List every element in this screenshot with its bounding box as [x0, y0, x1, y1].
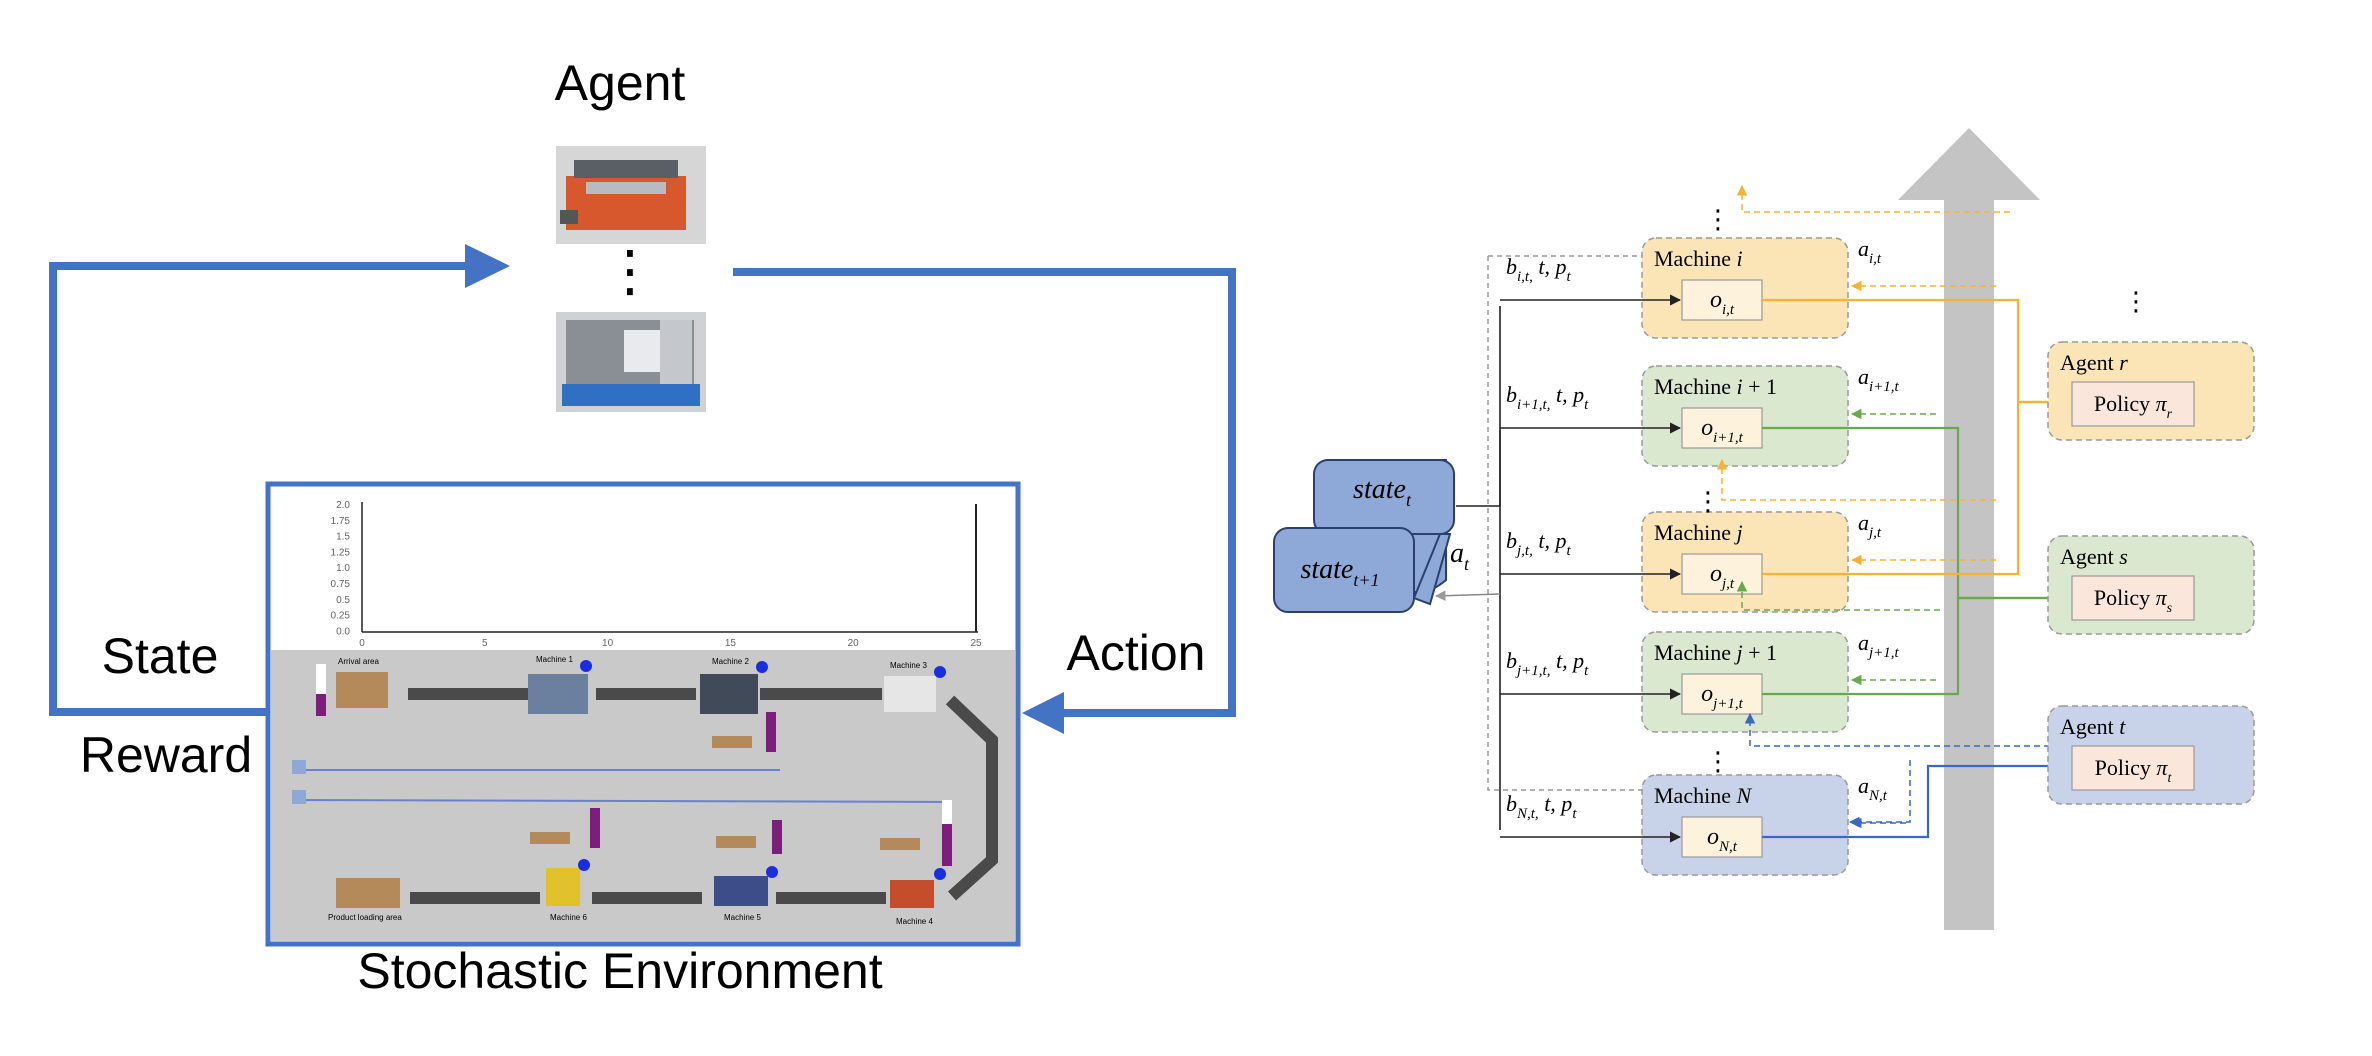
agent-group-t: Agent t Policy πt: [2047, 705, 2255, 805]
action-label: ai,t: [1858, 236, 1882, 267]
input-label: bi+1,t, t, pt: [1506, 382, 1589, 413]
environment-label: Stochastic Environment: [357, 943, 882, 999]
left-panel: Agent ⋮ State Reward Action: [49, 55, 1236, 999]
environment-plot: 2.0 1.75 1.5 1.25 1.0 0.75 0.5 0.25 0.0 0 5 10 15 20…: [331, 500, 982, 649]
policy-label: Policy πs: [2094, 585, 2173, 616]
plot-x-tick: 25: [970, 638, 982, 649]
factory-label-arrival: Arrival area: [338, 657, 379, 666]
factory-label-machine1: Machine 1: [536, 655, 573, 664]
action-label: ai+1,t: [1858, 364, 1900, 395]
factory-layout: Arrival area Machine 1 Machine 2 Machine…: [271, 650, 1015, 941]
policy-label: Policy πt: [2095, 755, 2173, 786]
machine-name: Machine i: [1654, 246, 1743, 271]
agent-group-s: Agent s Policy πs: [2047, 535, 2255, 635]
factory-label-machine3: Machine 3: [890, 661, 927, 670]
agent-name: Agent s: [2060, 544, 2128, 569]
machine-group-4: Machine j + 1 oj+1,t bj+1,t, t, pt aj+1,t: [1500, 590, 2072, 733]
policy-box: [2071, 575, 2195, 621]
input-label: bj+1,t, t, pt: [1506, 648, 1589, 679]
factory-label-machine2: Machine 2: [712, 657, 749, 666]
ellipsis-icon: ⋮: [2123, 286, 2149, 316]
agent-machine-image-top: [556, 146, 706, 244]
ellipsis-icon: ⋮: [1705, 746, 1731, 776]
policy-label: Policy πr: [2094, 391, 2173, 422]
state-arrowhead-icon: [465, 244, 510, 288]
plot-y-tick: 1.75: [331, 516, 351, 527]
agent-machine-image-bottom: [556, 312, 706, 412]
input-label: bj,t, t, pt: [1506, 528, 1571, 559]
machine-name: Machine i + 1: [1654, 374, 1777, 399]
plot-y-tick: 1.5: [336, 532, 350, 543]
agent-name: Agent r: [2060, 350, 2128, 375]
observation-label: oi+1,t: [1701, 415, 1744, 446]
agent-label: Agent: [555, 55, 686, 111]
machine-group-3: Machine j oj,t bj,t, t, pt aj,t: [1500, 394, 2072, 613]
state-t-label: statet: [1353, 474, 1412, 510]
observation-to-agent-line: [1762, 758, 2072, 839]
action-loop: [733, 268, 1236, 717]
factory-label-machine4: Machine 4: [896, 917, 933, 926]
factory-label-loading: Product loading area: [328, 913, 402, 922]
observation-label: oN,t: [1707, 824, 1738, 855]
observation-label: oi,t: [1710, 287, 1735, 318]
plot-y-tick: 0.5: [336, 595, 350, 606]
plot-y-tick: 1.25: [331, 547, 351, 558]
observation-label: oj+1,t: [1701, 681, 1744, 712]
plot-y-tick: 0.0: [336, 626, 350, 637]
ellipsis-icon: ⋮: [602, 239, 658, 302]
factory-label-machine6: Machine 6: [550, 913, 587, 922]
action-label: aj+1,t: [1858, 630, 1900, 661]
machine-group-1: Machine i oi,t bi,t, t, pt ai,t: [1500, 236, 2072, 410]
action-label: aj,t: [1858, 510, 1882, 541]
policy-box: [2071, 381, 2195, 427]
plot-y-tick: 2.0: [336, 500, 350, 511]
time-arrow-icon: [1898, 128, 2040, 930]
plot-x-tick: 0: [359, 638, 365, 649]
observation-label: oj,t: [1710, 561, 1735, 592]
observation-box: [1681, 673, 1763, 715]
action-arrowhead-icon: [1022, 692, 1064, 734]
state-stack: statet statet+1 at: [1273, 459, 1470, 613]
plot-x-tick: 5: [482, 638, 488, 649]
observation-to-agent-line: [1762, 590, 2072, 696]
ellipsis-icon: ⋮: [1695, 486, 1721, 516]
observation-box: [1681, 279, 1763, 321]
state-reward-loop: [49, 262, 470, 716]
input-label: bi,t, t, pt: [1506, 254, 1571, 285]
machine-group-5: Machine N oN,t bN,t, t, pt aN,t: [1500, 758, 2072, 876]
observation-to-agent-line: [1762, 394, 2072, 576]
machine-name: Machine j: [1654, 520, 1743, 545]
factory-label-machine5: Machine 5: [724, 913, 761, 922]
plot-y-tick: 0.75: [331, 579, 351, 590]
state-label: State: [102, 628, 219, 684]
policy-box: [2071, 745, 2195, 791]
machine-name: Machine j + 1: [1654, 640, 1777, 665]
plot-y-tick: 0.25: [331, 611, 351, 622]
plot-x-tick: 20: [848, 638, 860, 649]
machine-name: Machine N: [1654, 783, 1752, 808]
agent-name: Agent t: [2060, 714, 2126, 739]
state-t1-label: statet+1: [1300, 554, 1379, 590]
state-t1-box: [1273, 527, 1415, 613]
agent-group-r: Agent r Policy πr: [2047, 341, 2255, 441]
plot-y-tick: 1.0: [336, 563, 350, 574]
input-label: bN,t, t, pt: [1506, 791, 1577, 822]
ellipsis-icon: ⋮: [1705, 204, 1731, 234]
reward-label: Reward: [80, 727, 252, 783]
plot-x-tick: 10: [602, 638, 614, 649]
action-label: aN,t: [1858, 773, 1888, 804]
action-t-label: at: [1450, 538, 1470, 574]
action-label: Action: [1067, 625, 1206, 681]
plot-x-tick: 15: [725, 638, 737, 649]
machine-group-2: Machine i + 1 oi+1,t bi+1,t, t, pt ai+1,t: [1500, 364, 2072, 606]
